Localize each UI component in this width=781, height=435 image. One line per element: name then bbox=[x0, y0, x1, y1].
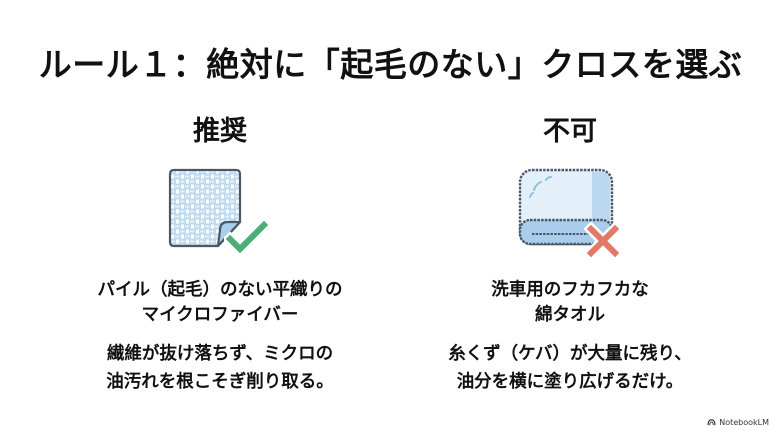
not-allowed-label-line-2: 綿タオル bbox=[535, 305, 605, 325]
cross-icon bbox=[584, 222, 622, 260]
not-allowed-heading: 不可 bbox=[543, 116, 597, 147]
recommended-desc-line-1: 繊維が抜け落ちず、ミクロの bbox=[106, 344, 334, 364]
checkmark-icon bbox=[224, 220, 270, 256]
notebooklm-logo-icon bbox=[707, 419, 716, 426]
not-allowed-label-line-1: 洗車用のフカフカな bbox=[491, 280, 649, 300]
not-allowed-label: 洗車用のフカフカな 綿タオル bbox=[390, 278, 750, 328]
recommended-column: 推奨 パイル（起毛） bbox=[40, 112, 400, 396]
watermark-text: NotebookLM bbox=[719, 418, 769, 427]
recommended-desc-line-2: 油汚れを根こそぎ削り取る。 bbox=[106, 372, 334, 392]
recommended-heading: 推奨 bbox=[193, 116, 247, 147]
not-allowed-desc-line-1: 糸くず（ケバ）が大量に残り、 bbox=[448, 344, 692, 364]
not-allowed-column: 不可 bbox=[390, 112, 750, 396]
not-allowed-description: 糸くず（ケバ）が大量に残り、 油分を横に塗り広げるだけ。 bbox=[390, 340, 750, 396]
not-allowed-desc-line-2: 油分を横に塗り広げるだけ。 bbox=[456, 372, 684, 392]
recommended-label-line-1: パイル（起毛）のない平織りの bbox=[97, 280, 343, 300]
recommended-description: 繊維が抜け落ちず、ミクロの 油汚れを根こそぎ削り取る。 bbox=[40, 340, 400, 396]
fluffy-towel-icon bbox=[510, 164, 630, 264]
woven-microfiber-cloth-icon bbox=[160, 164, 280, 264]
notebooklm-watermark: NotebookLM bbox=[707, 418, 769, 427]
recommended-label-line-2: マイクロファイバー bbox=[141, 305, 299, 325]
slide-title: ルール１：絶対に「起毛のない」クロスを選ぶ bbox=[38, 45, 743, 84]
recommended-label: パイル（起毛）のない平織りの マイクロファイバー bbox=[40, 278, 400, 328]
